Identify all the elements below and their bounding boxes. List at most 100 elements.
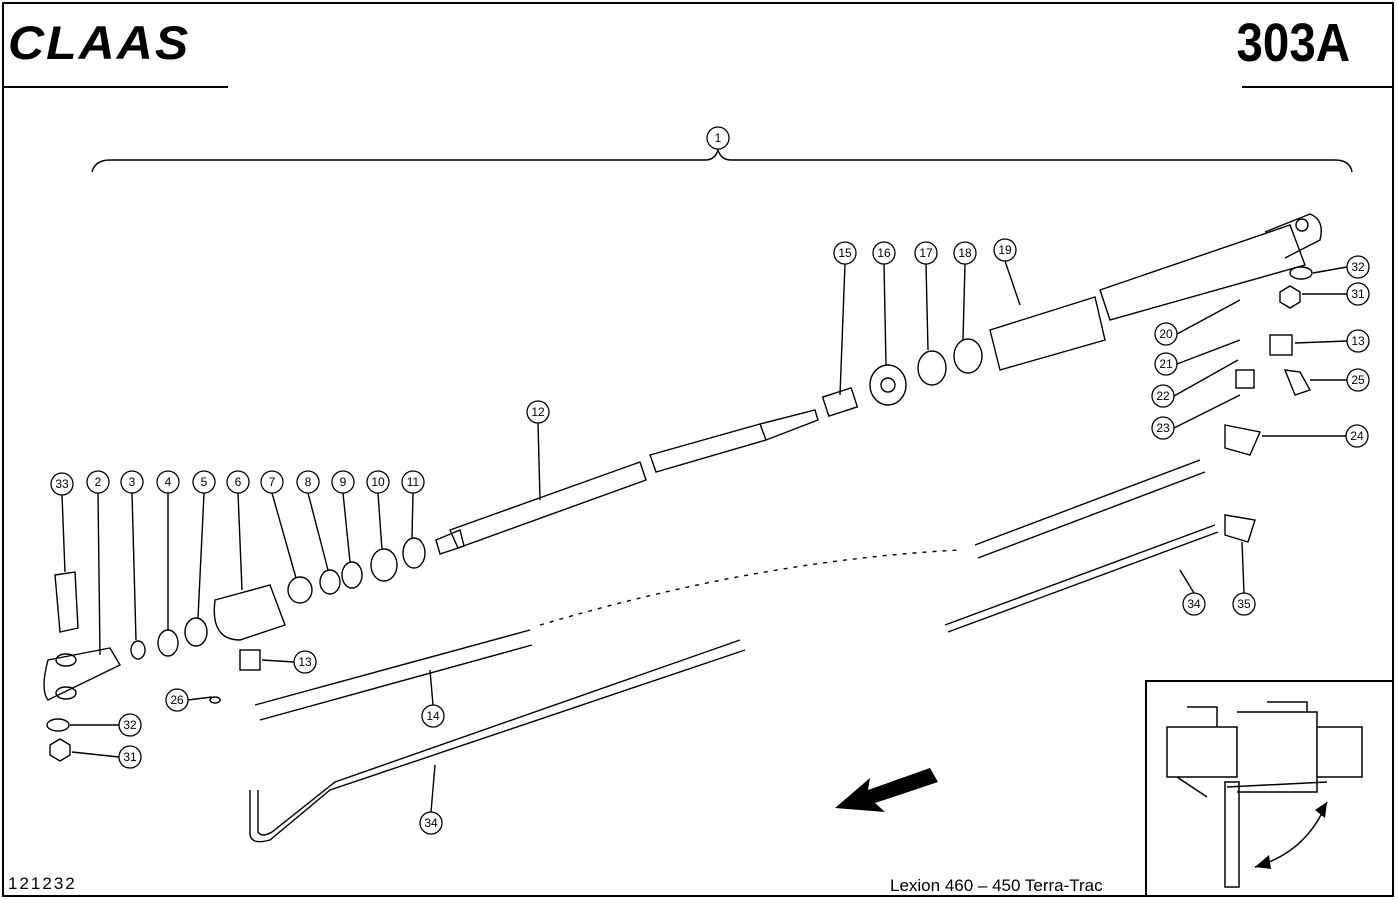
callout-35: 35: [1232, 592, 1256, 616]
brand-logo: CLAAS: [8, 16, 191, 70]
part-5-wiper: [184, 617, 208, 647]
callout-31: 31: [1346, 282, 1370, 306]
cylinder-barrel: [989, 213, 1322, 371]
header-rule-left: [4, 86, 228, 88]
part-9-ring: [341, 561, 363, 589]
callout-32: 32: [1346, 255, 1370, 279]
svg-text:8: 8: [305, 475, 312, 489]
callout-6: 6: [226, 470, 250, 494]
svg-text:1: 1: [715, 131, 722, 145]
svg-text:32: 32: [123, 718, 137, 732]
callout-25: 25: [1346, 368, 1370, 392]
callout-3: 3: [120, 470, 144, 494]
svg-text:34: 34: [1187, 597, 1201, 611]
svg-text:25: 25: [1351, 373, 1365, 387]
part-10-seal: [370, 548, 398, 582]
callout-16: 16: [872, 241, 896, 265]
svg-text:11: 11: [407, 475, 420, 489]
svg-text:7: 7: [269, 475, 276, 489]
location-inset: [1145, 680, 1394, 895]
svg-text:4: 4: [165, 475, 172, 489]
part-26-oring: [209, 696, 221, 704]
part-18-ring: [953, 338, 983, 374]
svg-text:19: 19: [998, 243, 1012, 257]
svg-text:20: 20: [1159, 327, 1173, 341]
svg-text:13: 13: [1351, 334, 1365, 348]
svg-text:17: 17: [919, 246, 933, 260]
part-25-elbow: [1283, 369, 1312, 396]
svg-text:2: 2: [95, 475, 102, 489]
direction-arrow-icon: [835, 768, 938, 812]
part-3-nut: [130, 640, 146, 660]
svg-text:13: 13: [298, 655, 312, 669]
part-4-seal: [157, 629, 179, 657]
part-23-adapter: [1235, 369, 1255, 389]
svg-text:26: 26: [170, 693, 184, 707]
svg-text:3: 3: [129, 475, 136, 489]
part-32-washer: [1289, 266, 1313, 280]
piston-rod: [435, 409, 819, 555]
part-33-pin: [54, 571, 79, 633]
svg-text:5: 5: [201, 475, 208, 489]
callout-31: 31: [118, 745, 142, 769]
svg-text:32: 32: [1351, 260, 1365, 274]
callout-11: 11: [401, 470, 425, 494]
svg-text:31: 31: [123, 750, 137, 764]
part-31-nut-left: [49, 738, 71, 762]
callout-18: 18: [953, 241, 977, 265]
callout-10: 10: [366, 470, 390, 494]
svg-text:33: 33: [55, 477, 69, 491]
model-name: Lexion 460 – 450 Terra-Trac: [890, 876, 1103, 895]
svg-text:22: 22: [1156, 389, 1170, 403]
callout-33: 33: [50, 472, 74, 496]
part-6-gland: [213, 584, 286, 641]
part-32-washer-left: [46, 718, 70, 732]
svg-text:14: 14: [426, 709, 440, 723]
callout-7: 7: [260, 470, 284, 494]
part-2-clevis: [43, 647, 121, 701]
callout-8: 8: [296, 470, 320, 494]
svg-text:35: 35: [1237, 597, 1251, 611]
part-35-tee: [1224, 514, 1256, 543]
pipe-34-right: [944, 524, 1219, 633]
callout-19: 19: [993, 238, 1017, 262]
svg-text:10: 10: [371, 475, 385, 489]
part-7-bushing: [287, 576, 313, 604]
callout-15: 15: [833, 241, 857, 265]
part-15-bushing: [821, 386, 859, 418]
svg-text:18: 18: [958, 246, 972, 260]
callout-34: 34: [1182, 592, 1206, 616]
callout-26: 26: [165, 688, 189, 712]
page-number: 303A: [1236, 13, 1350, 73]
document-number: 121232: [8, 874, 77, 893]
part-13-union: [1269, 334, 1293, 356]
hose-center-dash: [539, 549, 961, 626]
callout-20: 20: [1154, 322, 1178, 346]
callout-2: 2: [86, 470, 110, 494]
callout-9: 9: [331, 470, 355, 494]
part-13-union-left: [239, 649, 261, 671]
part-11-oring: [402, 537, 426, 569]
callout-13: 13: [293, 650, 317, 674]
header-rule-right: [1242, 86, 1394, 88]
hose-14: [254, 629, 533, 721]
callout-32: 32: [118, 713, 142, 737]
callout-34: 34: [419, 811, 443, 835]
part-24-tee: [1224, 424, 1261, 456]
svg-text:15: 15: [838, 246, 852, 260]
svg-text:31: 31: [1351, 287, 1365, 301]
callout-23: 23: [1151, 416, 1175, 440]
callout-21: 21: [1154, 352, 1178, 376]
inset-machine-sketch: [1166, 701, 1363, 888]
svg-text:16: 16: [877, 246, 891, 260]
svg-text:23: 23: [1156, 421, 1170, 435]
callout-24: 24: [1345, 424, 1369, 448]
callout-12: 12: [526, 400, 550, 424]
callout-5: 5: [192, 470, 216, 494]
svg-text:24: 24: [1350, 429, 1364, 443]
svg-text:34: 34: [424, 816, 438, 830]
part-16-piston: [869, 364, 907, 406]
part-31-nut: [1279, 285, 1301, 309]
